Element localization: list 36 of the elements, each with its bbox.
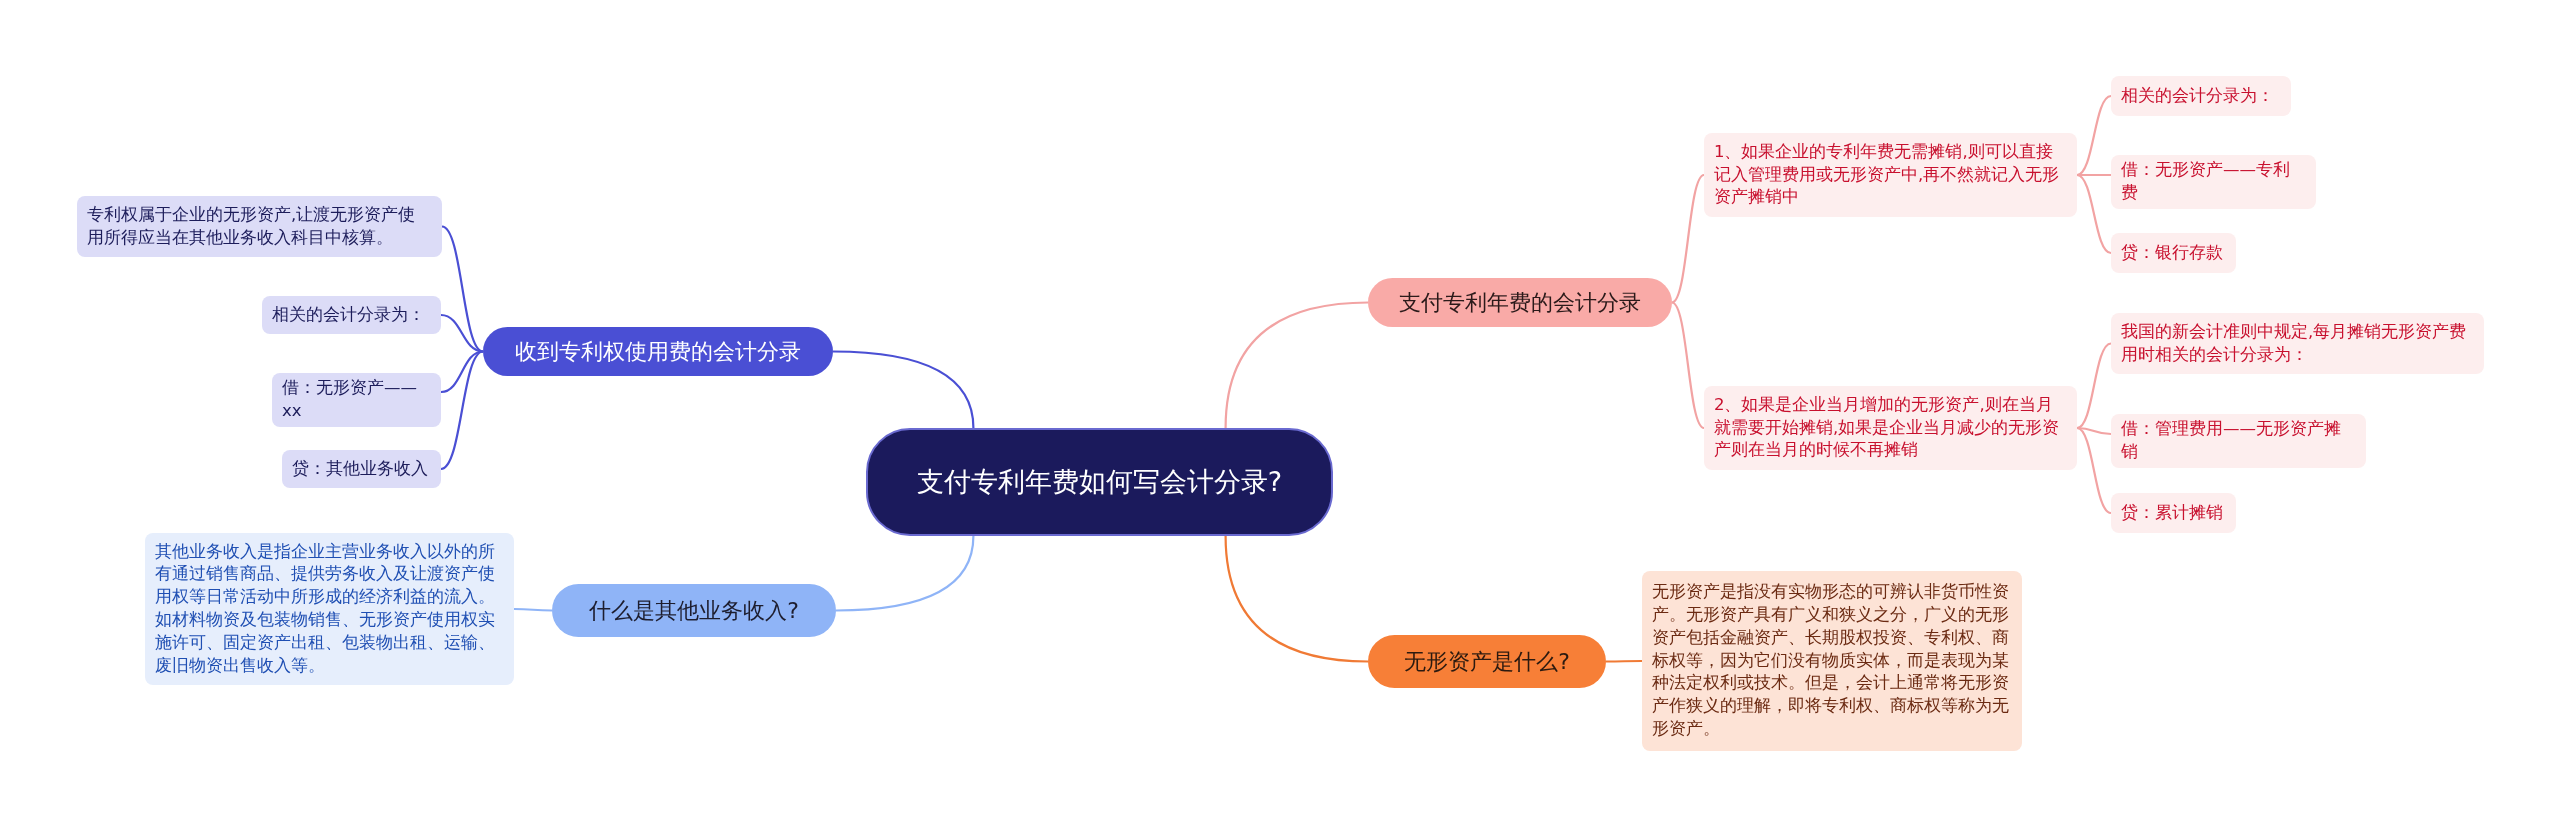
branch-topic: 无形资产是什么? [1368, 635, 1606, 688]
connector [1224, 535, 1369, 663]
connector [514, 607, 552, 612]
note-card: 相关的会计分录为： [262, 296, 441, 334]
note-card: 专利权属于企业的无形资产,让渡无形资产使用所得应当在其他业务收入科目中核算。 [77, 196, 442, 257]
connector [440, 350, 484, 470]
note-card: 借：管理费用——无形资产摊销 [2111, 414, 2366, 468]
connector [2076, 94, 2112, 177]
connector [2076, 342, 2112, 429]
connector [441, 225, 484, 353]
connector [1671, 174, 1705, 304]
connector [2076, 173, 2112, 255]
note-card: 相关的会计分录为： [2111, 76, 2291, 116]
connector [835, 535, 975, 612]
note-card: 贷：累计摊销 [2111, 493, 2236, 533]
note-card: 贷：其他业务收入 [282, 450, 441, 488]
connector [2077, 173, 2111, 177]
note-card: 借：无形资产——专利费 [2111, 155, 2316, 209]
branch-topic: 什么是其他业务收入? [552, 584, 836, 637]
connector [1224, 301, 1369, 429]
note-card: 2、如果是企业当月增加的无形资产,则在当月就需要开始摊销,如果是企业当月减少的无形资产则在当月的时候不再摊销 [1704, 386, 2077, 470]
branch-topic: 收到专利权使用费的会计分录 [483, 327, 833, 376]
connector [1606, 659, 1642, 663]
connector [1671, 301, 1705, 429]
note-card: 其他业务收入是指企业主营业务收入以外的所有通过销售商品、提供劳务收入及让渡资产使用权等日常活动中所形成的经济利益的流入。如材料物资及包装物销售、无形资产使用权实施许可、固定资产出租、包装物出租、运输、废旧物资出售收入等。 [145, 533, 514, 685]
note-card: 无形资产是指没有实物形态的可辨认非货币性资产。无形资产具有广义和狭义之分，广义的无形资产包括金融资产、长期股权投资、专利权、商标权等，因为它们没有物质实体，而是表现为某种法定权利或技术。但是，会计上通常将无形资产作狭义的理解，即将专利权、商标权等称为无形资产。 [1642, 571, 2022, 751]
branch-topic: 支付专利年费的会计分录 [1368, 278, 1672, 327]
note-card: 我国的新会计准则中规定,每月摊销无形资产费用时相关的会计分录为： [2111, 313, 2484, 374]
connector [440, 313, 484, 353]
connector [2076, 426, 2112, 436]
connector [2076, 427, 2112, 514]
note-card: 借：无形资产——xx [272, 373, 441, 427]
central-topic: 支付专利年费如何写会计分录? [866, 428, 1333, 536]
note-card: 贷：银行存款 [2111, 233, 2236, 273]
note-card: 1、如果企业的专利年费无需摊销,则可以直接记入管理费用或无形资产中,再不然就记入无形资产摊销中 [1704, 133, 2077, 217]
connector [832, 350, 975, 429]
